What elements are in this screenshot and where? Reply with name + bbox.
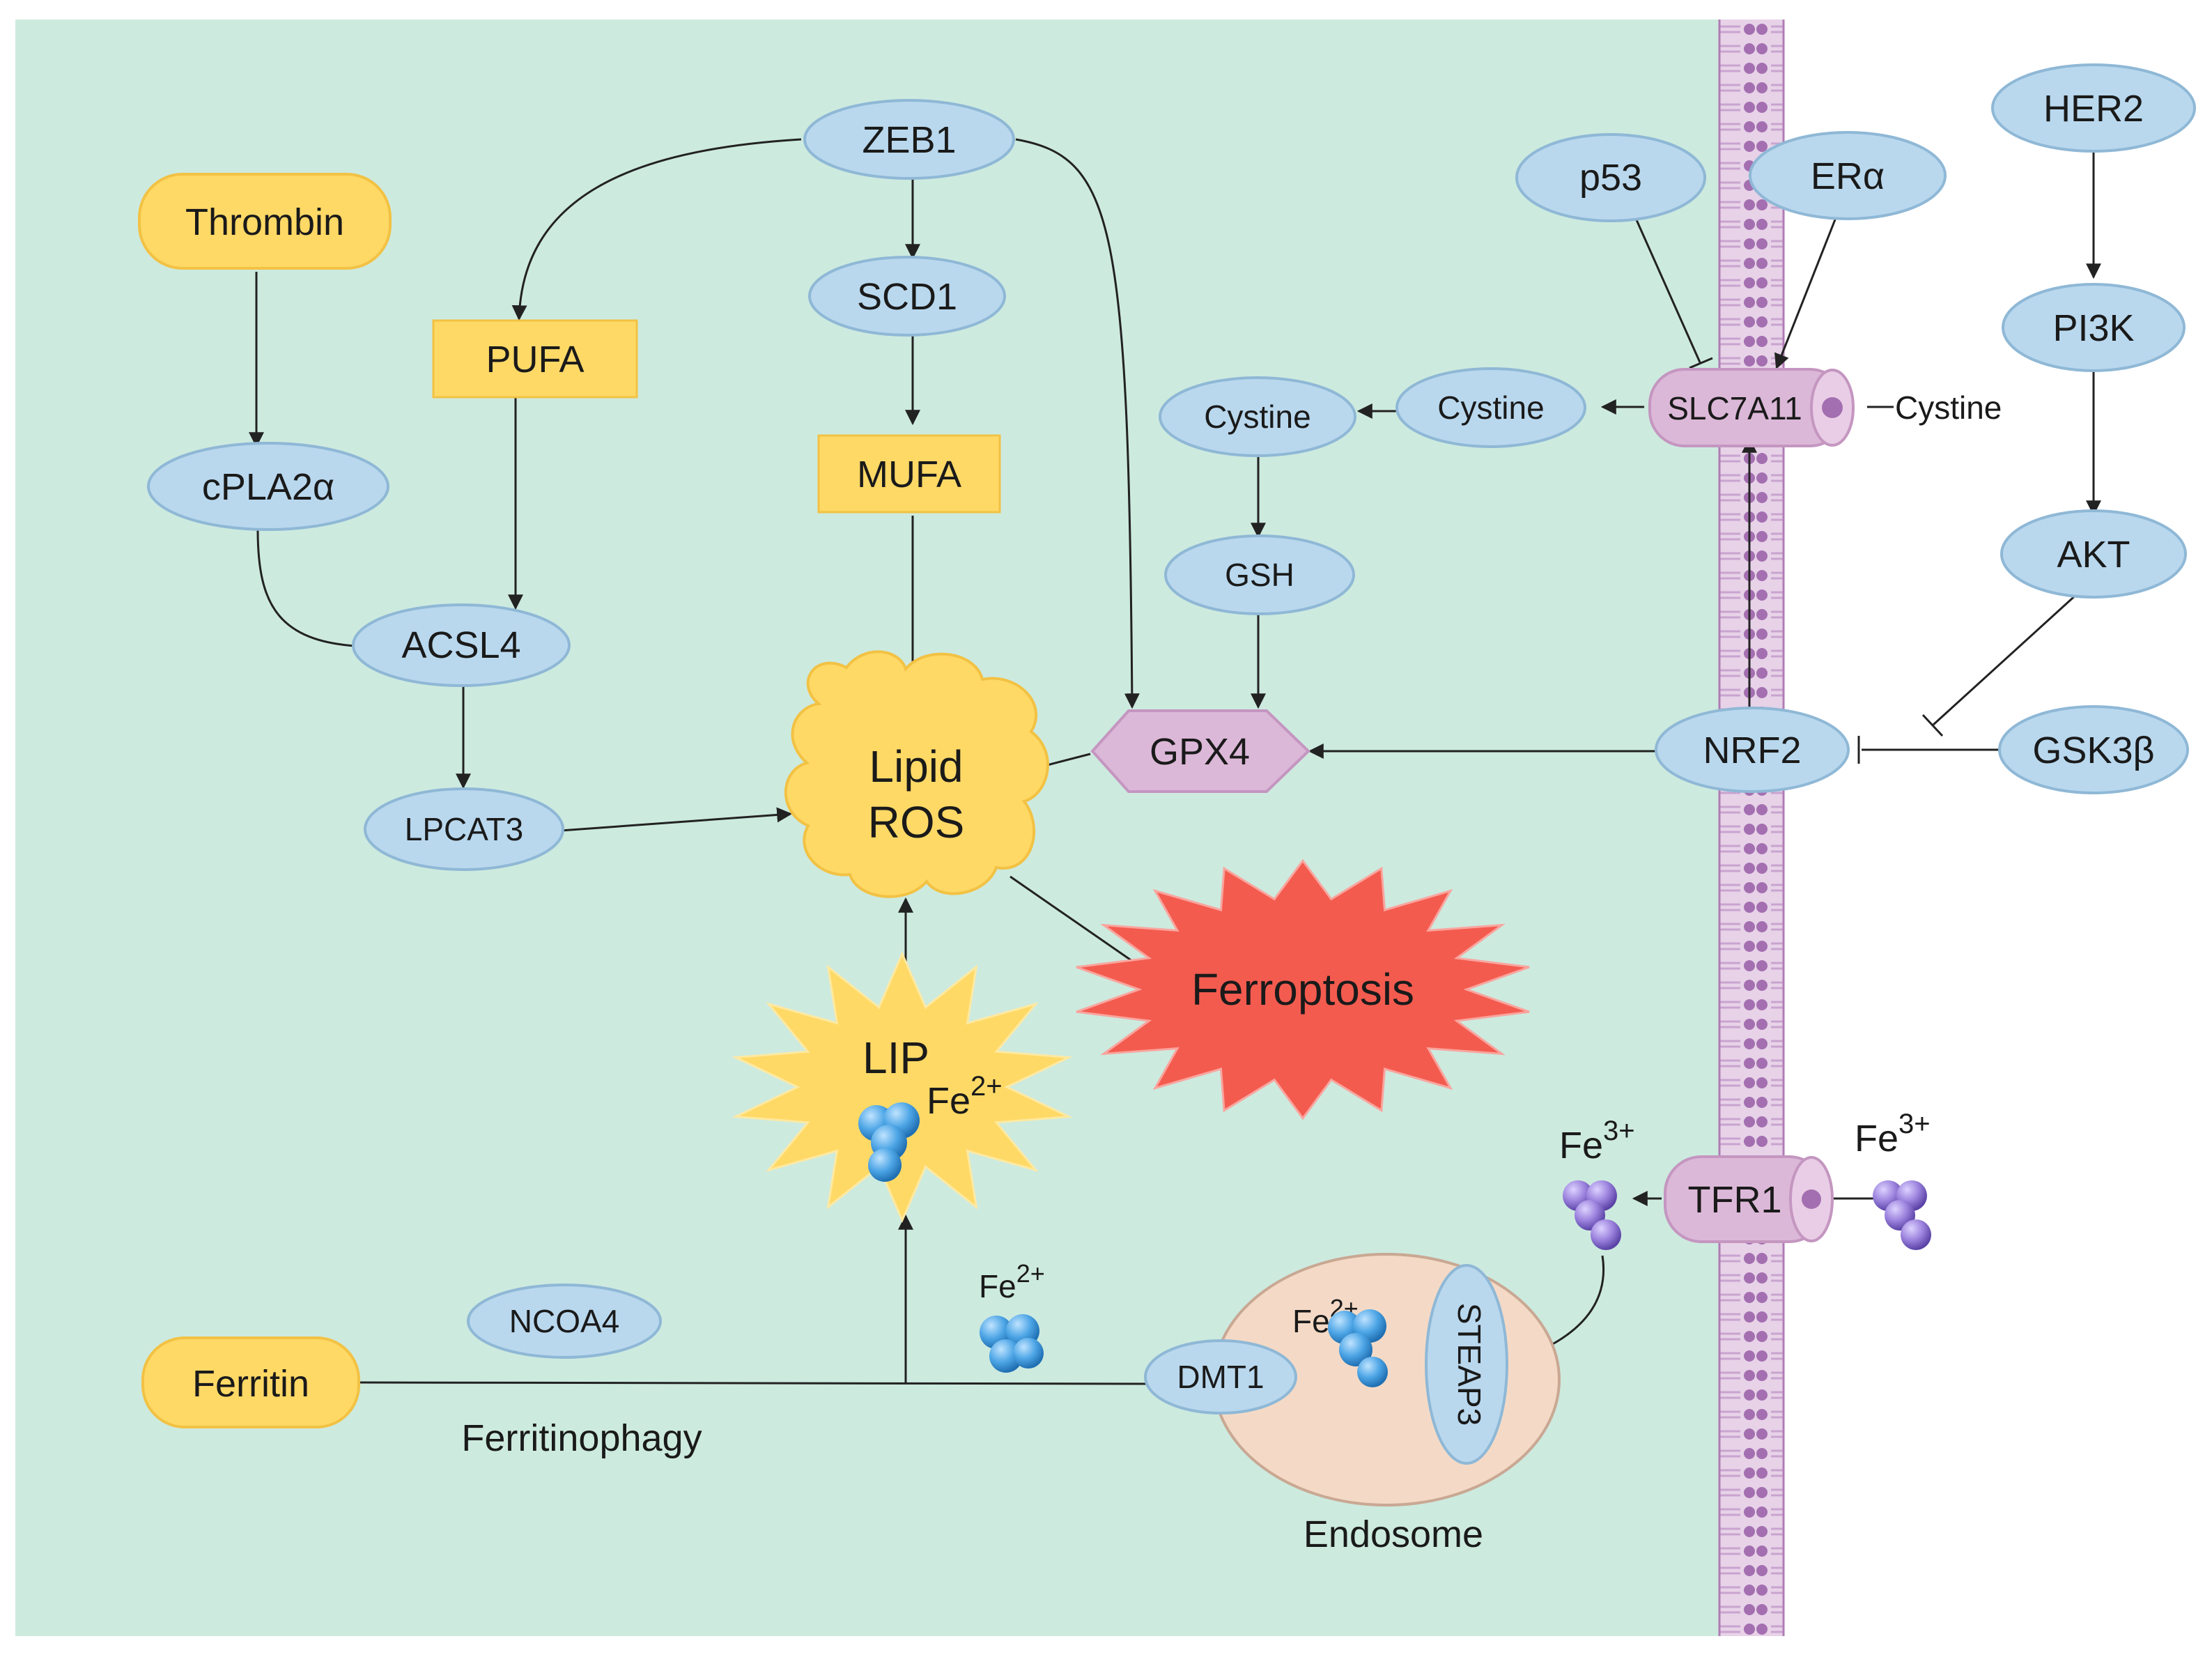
tfr1-node: TFR1 — [1664, 1155, 1834, 1243]
pi3k-node: PI3K — [2002, 283, 2186, 372]
ion-base: Fe — [1855, 1118, 1898, 1159]
cystine-mid-label: Cystine — [1437, 390, 1544, 426]
iron-cluster-icon — [858, 1102, 920, 1182]
cystine-inner-label: Cystine — [1204, 399, 1310, 435]
fe3-inside-ion: Fe3+ — [1559, 1116, 1635, 1166]
cystine-inner-node: Cystine — [1159, 376, 1356, 457]
era-node: ERα — [1749, 131, 1947, 220]
ion-charge: 2+ — [1016, 1259, 1045, 1288]
ion-base: Fe — [1559, 1125, 1603, 1166]
ion-charge: 3+ — [1898, 1109, 1931, 1139]
lipid-ros-label-line1: Lipid — [869, 741, 963, 792]
iron-cluster-icon — [1328, 1309, 1388, 1387]
mufa-node: MUFA — [817, 434, 1001, 514]
era-label: ERα — [1811, 155, 1885, 197]
fe2-free-ion: Fe2+ — [979, 1259, 1045, 1304]
fe3-inside-group: Fe3+ — [1559, 1116, 1635, 1250]
ferritin-node: Ferritin — [141, 1336, 360, 1428]
dmt1-label: DMT1 — [1177, 1359, 1264, 1395]
ncoa4-node: NCOA4 — [467, 1284, 662, 1359]
ferroptosis-node: Ferroptosis — [1076, 858, 1530, 1120]
pi3k-label: PI3K — [2052, 307, 2134, 349]
mufa-label: MUFA — [857, 454, 961, 495]
ncoa4-label: NCOA4 — [509, 1303, 619, 1339]
endosome-label: Endosome — [1304, 1513, 1483, 1555]
lip-fe2-ion: Fe2+ — [927, 1071, 1003, 1122]
p53-label: p53 — [1579, 157, 1642, 199]
acsl4-label: ACSL4 — [401, 624, 520, 666]
cell-membrane — [1718, 20, 1785, 1636]
gpx4-label: GPX4 — [1150, 731, 1250, 773]
steap3-node: STEAP3 — [1425, 1264, 1508, 1465]
lipid-ros-node: Lipid ROS — [784, 650, 1049, 898]
edges — [249, 129, 2101, 1394]
fe3-outside-ion: Fe3+ — [1855, 1109, 1931, 1159]
lip-node: LIP Fe2+ — [732, 951, 1073, 1223]
iron-cluster-icon — [1563, 1180, 1621, 1250]
pufa-node: PUFA — [432, 319, 638, 399]
gsh-node: GSH — [1164, 534, 1355, 615]
ion-charge: 2+ — [970, 1071, 1003, 1102]
ferritinophagy-label: Ferritinophagy — [461, 1417, 702, 1459]
gsh-label: GSH — [1225, 557, 1294, 593]
gpx4-node: GPX4 — [1090, 709, 1310, 793]
endosome-node: STEAP3 Fe2+ DMT1 — [1144, 1253, 1561, 1506]
dmt1-node: DMT1 — [1144, 1339, 1297, 1415]
cpla2a-node: cPLA2α — [147, 442, 389, 531]
pufa-label: PUFA — [486, 339, 584, 380]
gsk3b-node: GSK3β — [1998, 705, 2189, 794]
slc7a11-node: SLC7A11 — [1648, 368, 1855, 447]
gsk3b-label: GSK3β — [2032, 730, 2154, 771]
ion-base: Fe — [979, 1268, 1016, 1304]
tfr1-label: TFR1 — [1688, 1179, 1782, 1221]
ion-base: Fe — [1292, 1303, 1330, 1339]
ferritin-label: Ferritin — [192, 1363, 309, 1405]
scd1-label: SCD1 — [857, 276, 957, 318]
scd1-node: SCD1 — [808, 256, 1006, 337]
nrf2-label: NRF2 — [1703, 730, 1801, 771]
iron-cluster-icon — [980, 1314, 1044, 1373]
p53-node: p53 — [1515, 133, 1706, 222]
akt-node: AKT — [2000, 509, 2187, 599]
cpla2a-label: cPLA2α — [202, 466, 334, 508]
steap3-label: STEAP3 — [1451, 1303, 1487, 1426]
lip-label: LIP — [863, 1033, 929, 1083]
nrf2-node: NRF2 — [1655, 707, 1850, 793]
cystine-outer-label: Cystine — [1895, 390, 2002, 426]
lpcat3-node: LPCAT3 — [364, 787, 564, 871]
ion-charge: 3+ — [1603, 1116, 1635, 1146]
lipid-ros-label-line2: ROS — [868, 797, 965, 847]
iron-cluster-icon — [1873, 1180, 1931, 1250]
zeb1-label: ZEB1 — [862, 119, 956, 161]
ferroptosis-label: Ferroptosis — [1191, 964, 1414, 1015]
zeb1-node: ZEB1 — [803, 99, 1015, 180]
slc7a11-label: SLC7A11 — [1667, 390, 1802, 426]
her2-node: HER2 — [1991, 63, 2196, 153]
akt-label: AKT — [2057, 534, 2130, 576]
fe2-free-group: Fe2+ — [979, 1259, 1045, 1373]
acsl4-node: ACSL4 — [352, 603, 571, 687]
thrombin-node: Thrombin — [138, 173, 392, 270]
thrombin-label: Thrombin — [185, 201, 344, 243]
lpcat3-label: LPCAT3 — [405, 811, 523, 847]
fe3-outside-group: Fe3+ — [1855, 1109, 1931, 1250]
ion-base: Fe — [927, 1080, 970, 1122]
cystine-mid-node: Cystine — [1395, 367, 1586, 448]
her2-label: HER2 — [2043, 88, 2144, 130]
